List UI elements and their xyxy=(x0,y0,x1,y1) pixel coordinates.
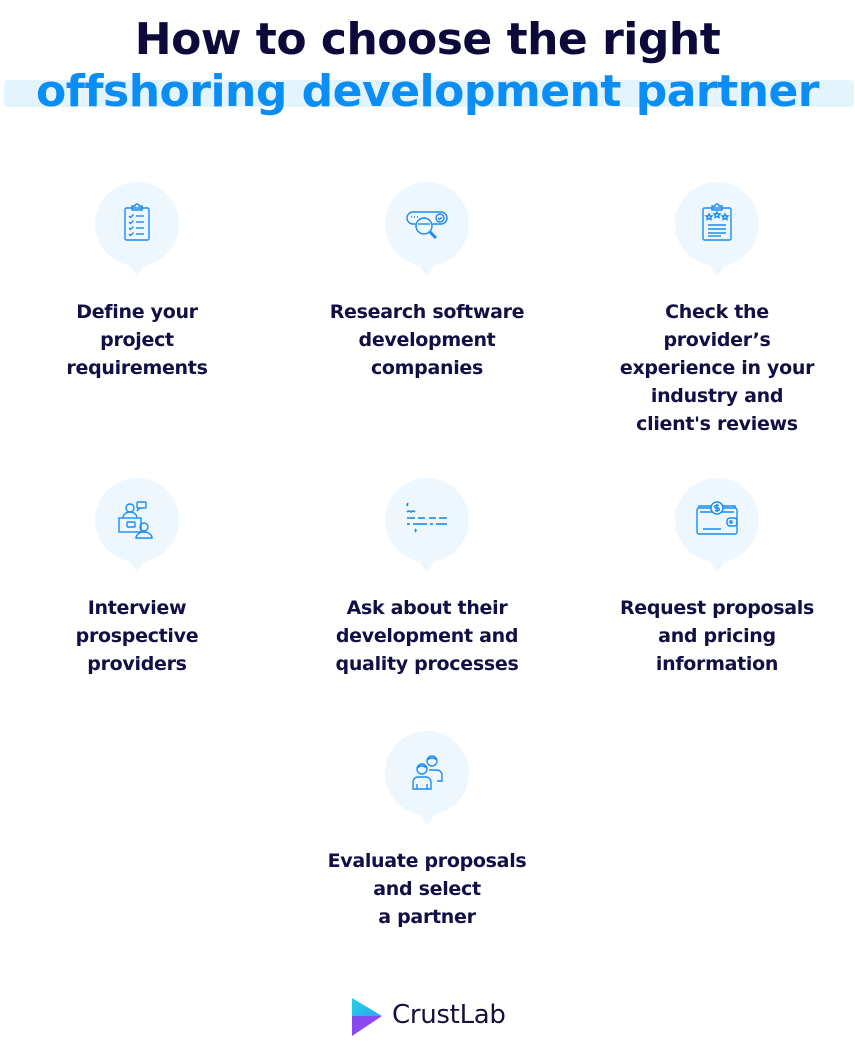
title-highlight-band xyxy=(4,80,854,107)
crustlab-logo-mark-icon xyxy=(352,998,382,1036)
icon-bubble xyxy=(93,182,181,278)
wallet-dollar-icon xyxy=(696,501,738,535)
crustlab-logo: CrustLab xyxy=(352,996,512,1038)
icon-bubble xyxy=(93,478,181,574)
code-icon xyxy=(406,502,447,533)
search-magnifier-icon xyxy=(406,211,448,240)
clipboard-stars-icon xyxy=(702,203,732,241)
interview-people-icon xyxy=(118,501,153,539)
page-title-line-1: How to choose the right xyxy=(134,14,721,65)
icon-bubble xyxy=(383,478,471,574)
icon-bubble xyxy=(383,182,471,278)
clipboard-checklist-icon xyxy=(124,203,150,241)
icon-bubble xyxy=(383,731,471,827)
page-title-line-2: offshoring development partner xyxy=(36,66,820,117)
two-people-icon xyxy=(412,755,443,790)
icon-bubble xyxy=(673,182,761,278)
logo-text: CrustLab xyxy=(392,1000,506,1030)
icon-bubble xyxy=(673,478,761,574)
